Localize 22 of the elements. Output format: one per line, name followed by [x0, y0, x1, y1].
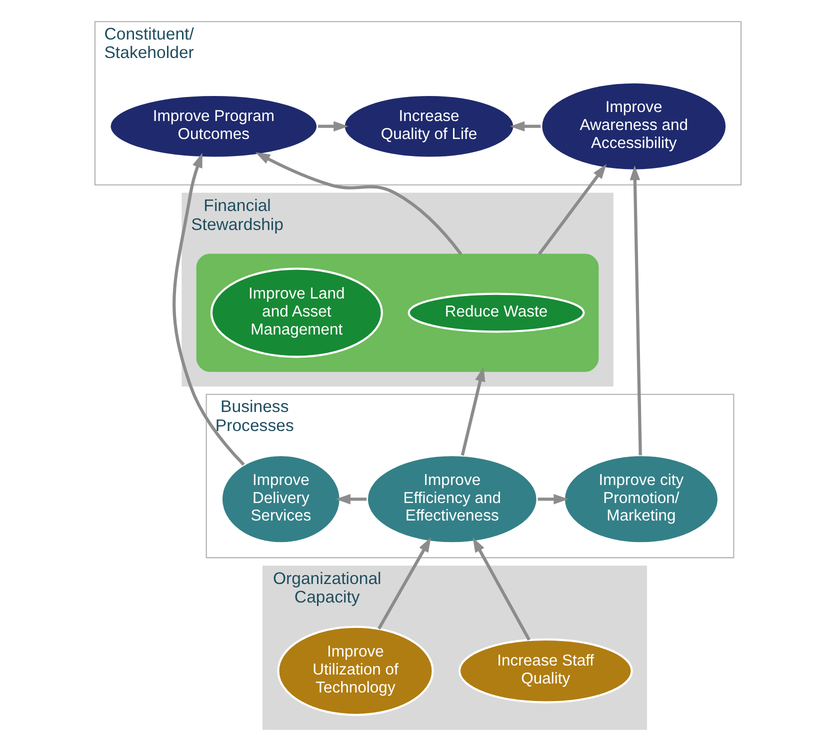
arrow — [172, 152, 245, 466]
node-ellipse: Increase Staff Quality — [458, 638, 633, 703]
arrow — [472, 536, 531, 640]
node-ellipse: Improve city Promotion/ Marketing — [562, 454, 720, 544]
arrow — [255, 152, 462, 255]
arrow — [538, 164, 606, 255]
arrow — [538, 494, 568, 504]
arrow — [460, 366, 486, 456]
node-ellipse: Improve Delivery Services — [220, 454, 342, 544]
node-ellipse: Improve Utilization of Technology — [277, 625, 434, 716]
arrow — [378, 536, 431, 630]
cluster — [196, 253, 599, 372]
node-ellipse: Improve Efficiency and Effectiveness — [366, 454, 538, 544]
node-ellipse: Improve Awareness and Accessibility — [540, 80, 728, 171]
arrow — [318, 120, 348, 132]
node-ellipse: Improve Program Outcomes — [108, 93, 319, 158]
arrow — [510, 120, 541, 132]
arrow — [336, 494, 367, 504]
node-ellipse: Reduce Waste — [408, 292, 585, 332]
node-ellipse: Improve Land and Asset Management — [210, 267, 383, 358]
arrow — [630, 164, 642, 455]
node-ellipse: Increase Quality of Life — [342, 93, 516, 158]
